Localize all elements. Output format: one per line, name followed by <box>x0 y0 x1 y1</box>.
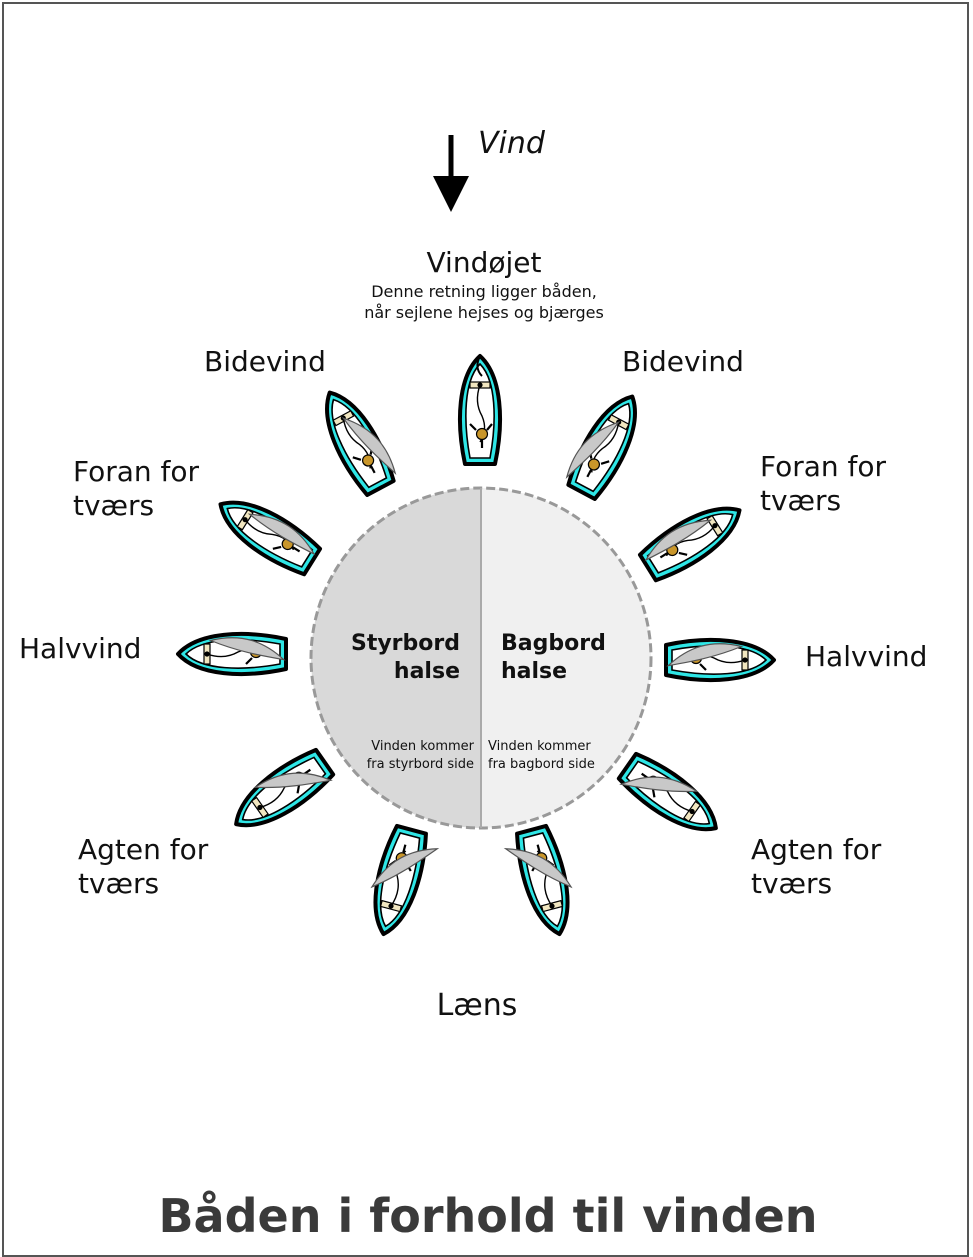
left-foran-label-line2: tværs <box>73 489 154 522</box>
wind-label: Vind <box>478 126 546 161</box>
right-foran-label-line2: tværs <box>760 484 841 517</box>
right-agten-label-line2: tværs <box>751 867 832 900</box>
wind-arrow-icon <box>433 135 469 212</box>
page-title: Båden i forhold til vinden <box>158 1189 817 1243</box>
boat-left-laens <box>362 822 444 942</box>
boat-head-to-wind <box>457 354 503 466</box>
boat-left-bidevind <box>312 382 400 497</box>
bagbord-sub-line1: Vinden kommer <box>488 739 591 754</box>
boat-right-foran-for-tvaers <box>635 491 753 587</box>
left-halvvind-label: Halvvind <box>19 632 141 665</box>
boat-left-foran-for-tvaers <box>207 485 325 581</box>
left-foran-label-line1: Foran for <box>73 455 200 488</box>
eye-title: Vindøjet <box>427 246 542 279</box>
right-agten-label-line1: Agten for <box>751 833 882 866</box>
bagbord-label-line1: Bagbord <box>501 631 606 656</box>
left-agten-label-line2: tværs <box>78 867 159 900</box>
styrbord-sub-line2: fra styrbord side <box>367 757 474 772</box>
bagbord-sub-line2: fra bagbord side <box>488 757 595 772</box>
styrbord-label-line1: Styrbord <box>351 631 460 656</box>
eye-sub-line2: når sejlene hejses og bjærges <box>364 303 604 322</box>
boat-left-halvvind <box>176 620 288 678</box>
left-bidevind-label: Bidevind <box>204 345 326 378</box>
boat-left-agten-for-tvaers <box>222 743 339 843</box>
right-bidevind-label: Bidevind <box>622 345 744 378</box>
right-foran-label-line1: Foran for <box>760 450 887 483</box>
boat-right-bidevind <box>562 386 650 501</box>
laens-label: Læns <box>437 988 518 1023</box>
right-halvvind-label: Halvvind <box>805 640 927 673</box>
boat-right-laens <box>499 822 581 942</box>
tack-circle <box>309 486 653 830</box>
boat-right-halvvind <box>664 626 776 684</box>
left-agten-label-line1: Agten for <box>78 833 209 866</box>
boat-right-agten-for-tvaers <box>613 747 730 847</box>
bagbord-label-line2: halse <box>501 659 567 684</box>
styrbord-sub-line1: Vinden kommer <box>371 739 474 754</box>
eye-sub-line1: Denne retning ligger båden, <box>371 282 597 301</box>
styrbord-label-line2: halse <box>394 659 460 684</box>
